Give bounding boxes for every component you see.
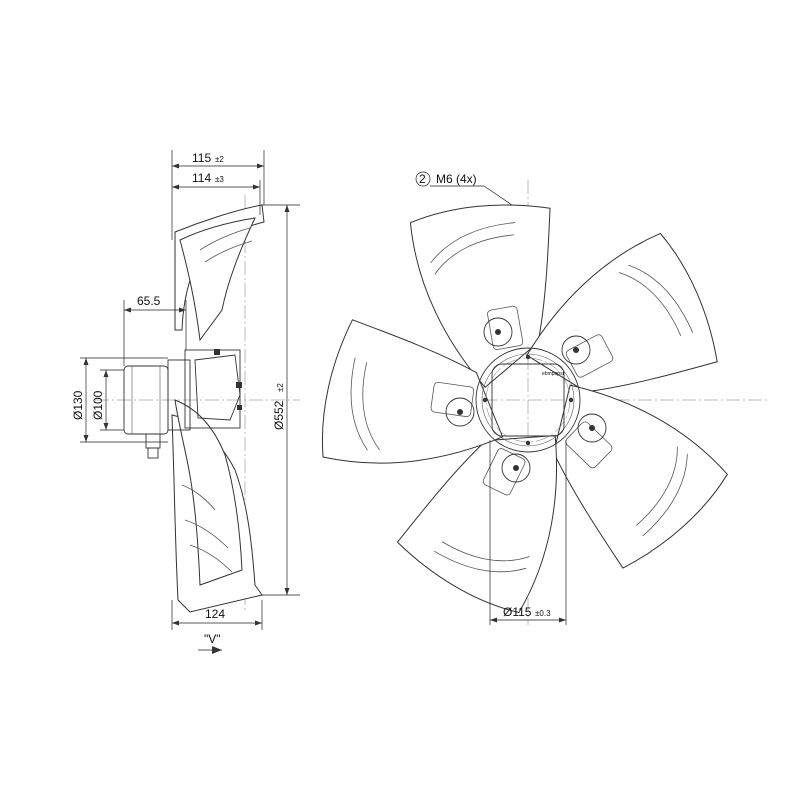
view-v-arrowhead [212, 646, 222, 654]
blade-4 [396, 434, 557, 614]
callout-text: M6 (4x) [436, 172, 477, 186]
m6-hole [525, 440, 531, 446]
dim-d115-value: Ø115 [503, 605, 532, 619]
side-bolt [237, 405, 242, 410]
m6-hole [568, 397, 574, 403]
blade-3 [553, 384, 728, 569]
dim-d115-tol: ±0.3 [535, 609, 551, 618]
blade-5 [321, 319, 504, 464]
view-v-label: "V" [204, 632, 221, 646]
dim-d552-value: Ø552 [272, 400, 286, 430]
side-bolt [236, 382, 242, 388]
side-slot [199, 227, 251, 251]
side-view: 115 ±2 114 ±3 65.5 Ø130 Ø100 Ø552 ±2 [71, 150, 300, 654]
hub-outer-ring [475, 347, 581, 453]
dim-65-5-value: 65.5 [137, 294, 161, 308]
side-slot [184, 519, 229, 549]
dim-115-tol: ±2 [215, 155, 224, 164]
dim-d100-value: Ø100 [91, 390, 105, 420]
dim-114-value: 114 [192, 171, 211, 185]
m6-hole [482, 397, 488, 403]
side-bolt [214, 349, 220, 355]
blade-1 [409, 204, 551, 388]
support-bosses [445, 317, 607, 483]
side-blade-lower-inner [174, 399, 243, 586]
side-cable-gland [145, 433, 161, 449]
side-support-arm [194, 354, 241, 421]
hub-logo: ebmpapst [542, 371, 565, 377]
dim-124-value: 124 [205, 607, 225, 621]
hub-cover [491, 363, 565, 437]
side-cable-gland-nut [147, 447, 159, 459]
hub-inner-ring [481, 353, 575, 447]
side-slot [189, 544, 233, 573]
callout-circle [415, 171, 431, 187]
side-slot [204, 240, 253, 263]
callout-number: 2 [419, 172, 426, 186]
m6-hole [525, 354, 531, 360]
side-blade-upper-inner [179, 217, 256, 342]
dim-arrows [124, 307, 186, 313]
callout-leader [483, 185, 513, 206]
side-flange [184, 349, 241, 429]
dim-arrows [103, 370, 109, 430]
dim-115-value: 115 [192, 151, 211, 165]
front-view: ebmpapst 2 M6 (4x) Ø115 ±0.3 [321, 171, 770, 625]
dim-d130-value: Ø130 [71, 390, 85, 420]
dim-114-tol: ±3 [215, 175, 224, 184]
dim-d552-tol: ±2 [276, 383, 285, 392]
impeller: ebmpapst [321, 204, 728, 614]
side-slot [181, 484, 216, 511]
